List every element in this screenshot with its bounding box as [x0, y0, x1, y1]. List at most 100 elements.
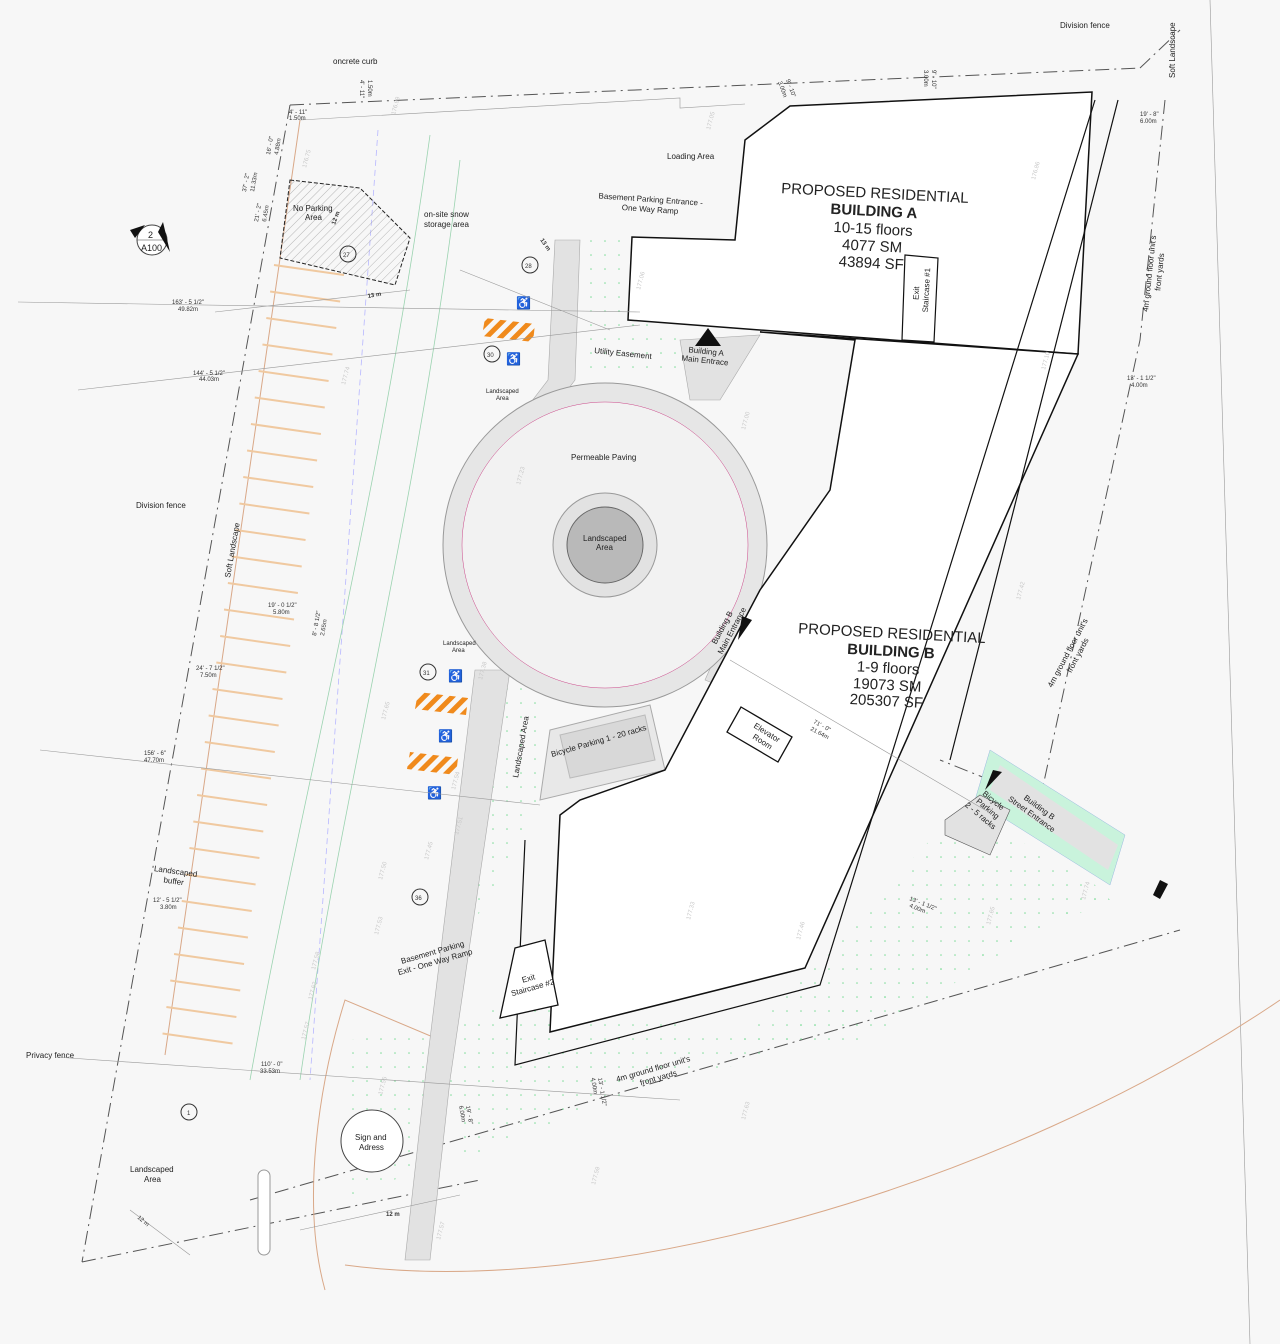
- label-division-fence: Division fence: [136, 501, 186, 510]
- sheet-number: A100: [141, 243, 162, 253]
- dimension: 16' - 0": [266, 136, 275, 155]
- label-no-parking: No Parking: [293, 204, 333, 213]
- stall-number: 27: [343, 253, 350, 259]
- dimension: 7.50m: [200, 673, 217, 679]
- accessible-icon: ♿: [448, 669, 463, 683]
- parking-stripes: [162, 264, 345, 1045]
- exit-staircase-2: [499, 939, 559, 1019]
- dimension: 4' - 11": [289, 110, 307, 116]
- label-exit-staircase-1: Exit: [912, 286, 922, 301]
- dimension: 12 m: [386, 1212, 400, 1218]
- north-marker-icon: [1153, 880, 1168, 899]
- spot-elevation: 176.99: [391, 96, 402, 116]
- spot-elevation: 177.62: [308, 981, 319, 1001]
- spot-elevation: 177.33: [686, 901, 697, 921]
- dimension: 24' - 7 1/2": [196, 666, 225, 672]
- dimension: 47.70m: [144, 758, 164, 764]
- section-number: 2: [148, 230, 153, 240]
- building-b-entrance-arrow-icon: [738, 616, 752, 640]
- spot-elevation: 177.10: [1041, 351, 1052, 371]
- label-landscaped-area: Landscaped: [486, 389, 519, 395]
- label-landscaped-area: Landscaped: [130, 1165, 174, 1174]
- median: [257, 1169, 271, 1256]
- spot-elevation: 177.57: [301, 1021, 312, 1041]
- dimension: 19' - 0 1/2": [268, 603, 297, 609]
- section-marker[interactable]: 2 A100: [130, 222, 170, 256]
- label-landscaped-area: Landscaped: [443, 641, 476, 647]
- label-basement-entrance: One Way Ramp: [622, 203, 680, 216]
- parking-stripe: [273, 264, 345, 276]
- building-a-entrance-arrow-icon: [695, 328, 721, 346]
- accessible-icon: ♿: [438, 729, 453, 743]
- parking-stripe: [258, 370, 329, 382]
- parking-stripe: [162, 1032, 233, 1045]
- label-permeable-paving: Permeable Paving: [571, 453, 636, 462]
- accessible-access-aisles: [407, 318, 535, 775]
- dimension: 3.00m: [922, 70, 928, 87]
- spot-elevation: 177.65: [986, 906, 997, 926]
- spot-elevation: 177.00: [741, 411, 752, 431]
- building-b-label: PROPOSED RESIDENTIAL BUILDING B 1-9 floo…: [798, 620, 986, 712]
- roundabout: [442, 382, 768, 708]
- dimension: 4.00m: [908, 903, 926, 915]
- parking-stripe: [200, 767, 272, 780]
- parking-stripe: [235, 529, 306, 541]
- parking-stripe: [231, 555, 302, 568]
- dimension: 4' - 11": [358, 80, 364, 98]
- parking-stripe: [269, 290, 341, 303]
- parking-stripe: [223, 608, 295, 621]
- label-no-parking: Area: [305, 213, 322, 222]
- label-exit-staircase-1: Staircase #1: [921, 267, 932, 312]
- no-parking-area: [279, 179, 411, 286]
- parking-stripe: [204, 741, 275, 753]
- stall-numbers: 27 28 30 31 36 1: [180, 245, 539, 1121]
- building-b-area-sm: 19073 SM: [853, 675, 922, 696]
- parking-stripe: [193, 820, 264, 833]
- dimension: 2.65m: [320, 619, 329, 636]
- dimension: 13 m: [367, 292, 382, 300]
- dimension: 13' - 1 1/2": [596, 1077, 607, 1106]
- dimension: 3.00m: [776, 81, 787, 99]
- dimension: 163' - 5 1/2": [172, 300, 204, 306]
- label-soft-landscape: Soft Landscape: [1168, 22, 1177, 78]
- parking-stripe: [227, 582, 299, 594]
- dimension: 110' - 0": [261, 1062, 283, 1068]
- accessible-parking-icons: ♿ ♿ ♿ ♿ ♿: [427, 296, 531, 800]
- spot-elevation: 176.86: [1031, 161, 1042, 181]
- spot-elevation: 177.57: [436, 1221, 447, 1241]
- parking-stripe: [181, 900, 252, 912]
- label-building-a-entrance: Building A: [688, 345, 725, 358]
- dimension: 12' - 5 1/2": [153, 898, 182, 904]
- spot-elevation: 177.59: [591, 1166, 602, 1186]
- dimension: 33.53m: [260, 1069, 280, 1075]
- dimension: 1.50m: [289, 116, 306, 122]
- dimension: 11.33m: [250, 172, 259, 192]
- dimension: 1.50m: [366, 80, 372, 97]
- parking-stripe: [254, 396, 325, 409]
- dimension: 4.00m: [589, 1077, 598, 1094]
- dimension: 44.03m: [199, 377, 219, 383]
- spot-elevation: 177.51: [454, 816, 465, 836]
- parking-stripe: [189, 847, 260, 859]
- dimension: 156' - 6": [144, 751, 166, 757]
- dimension: 5.80m: [273, 610, 290, 616]
- label-division-fence: Division fence: [1060, 21, 1110, 30]
- parking-stripe: [246, 449, 318, 462]
- accessible-icon: ♿: [516, 296, 531, 310]
- dimension: 9' - 10": [930, 70, 936, 89]
- building-a-area-sf: 43894 SF: [838, 253, 904, 273]
- spot-elevation: 177.54: [451, 771, 462, 791]
- building-a-name: BUILDING A: [830, 201, 918, 223]
- dimension: 49.82m: [178, 307, 198, 313]
- building-b-name: BUILDING B: [847, 641, 935, 663]
- dimension: 13' - 1 1/2": [1127, 376, 1156, 382]
- street-entrance-arrow-icon: [985, 770, 1002, 790]
- spot-elevation: 177.50: [378, 861, 389, 881]
- dimension: 4.88m: [274, 138, 283, 155]
- parking-stripe: [208, 714, 279, 727]
- building-b-area-sf: 205307 SF: [849, 691, 923, 712]
- parking-stripe: [177, 926, 249, 939]
- label-loading-area: Loading Area: [667, 152, 715, 161]
- label-exit-staircase-2: Exit: [521, 972, 537, 985]
